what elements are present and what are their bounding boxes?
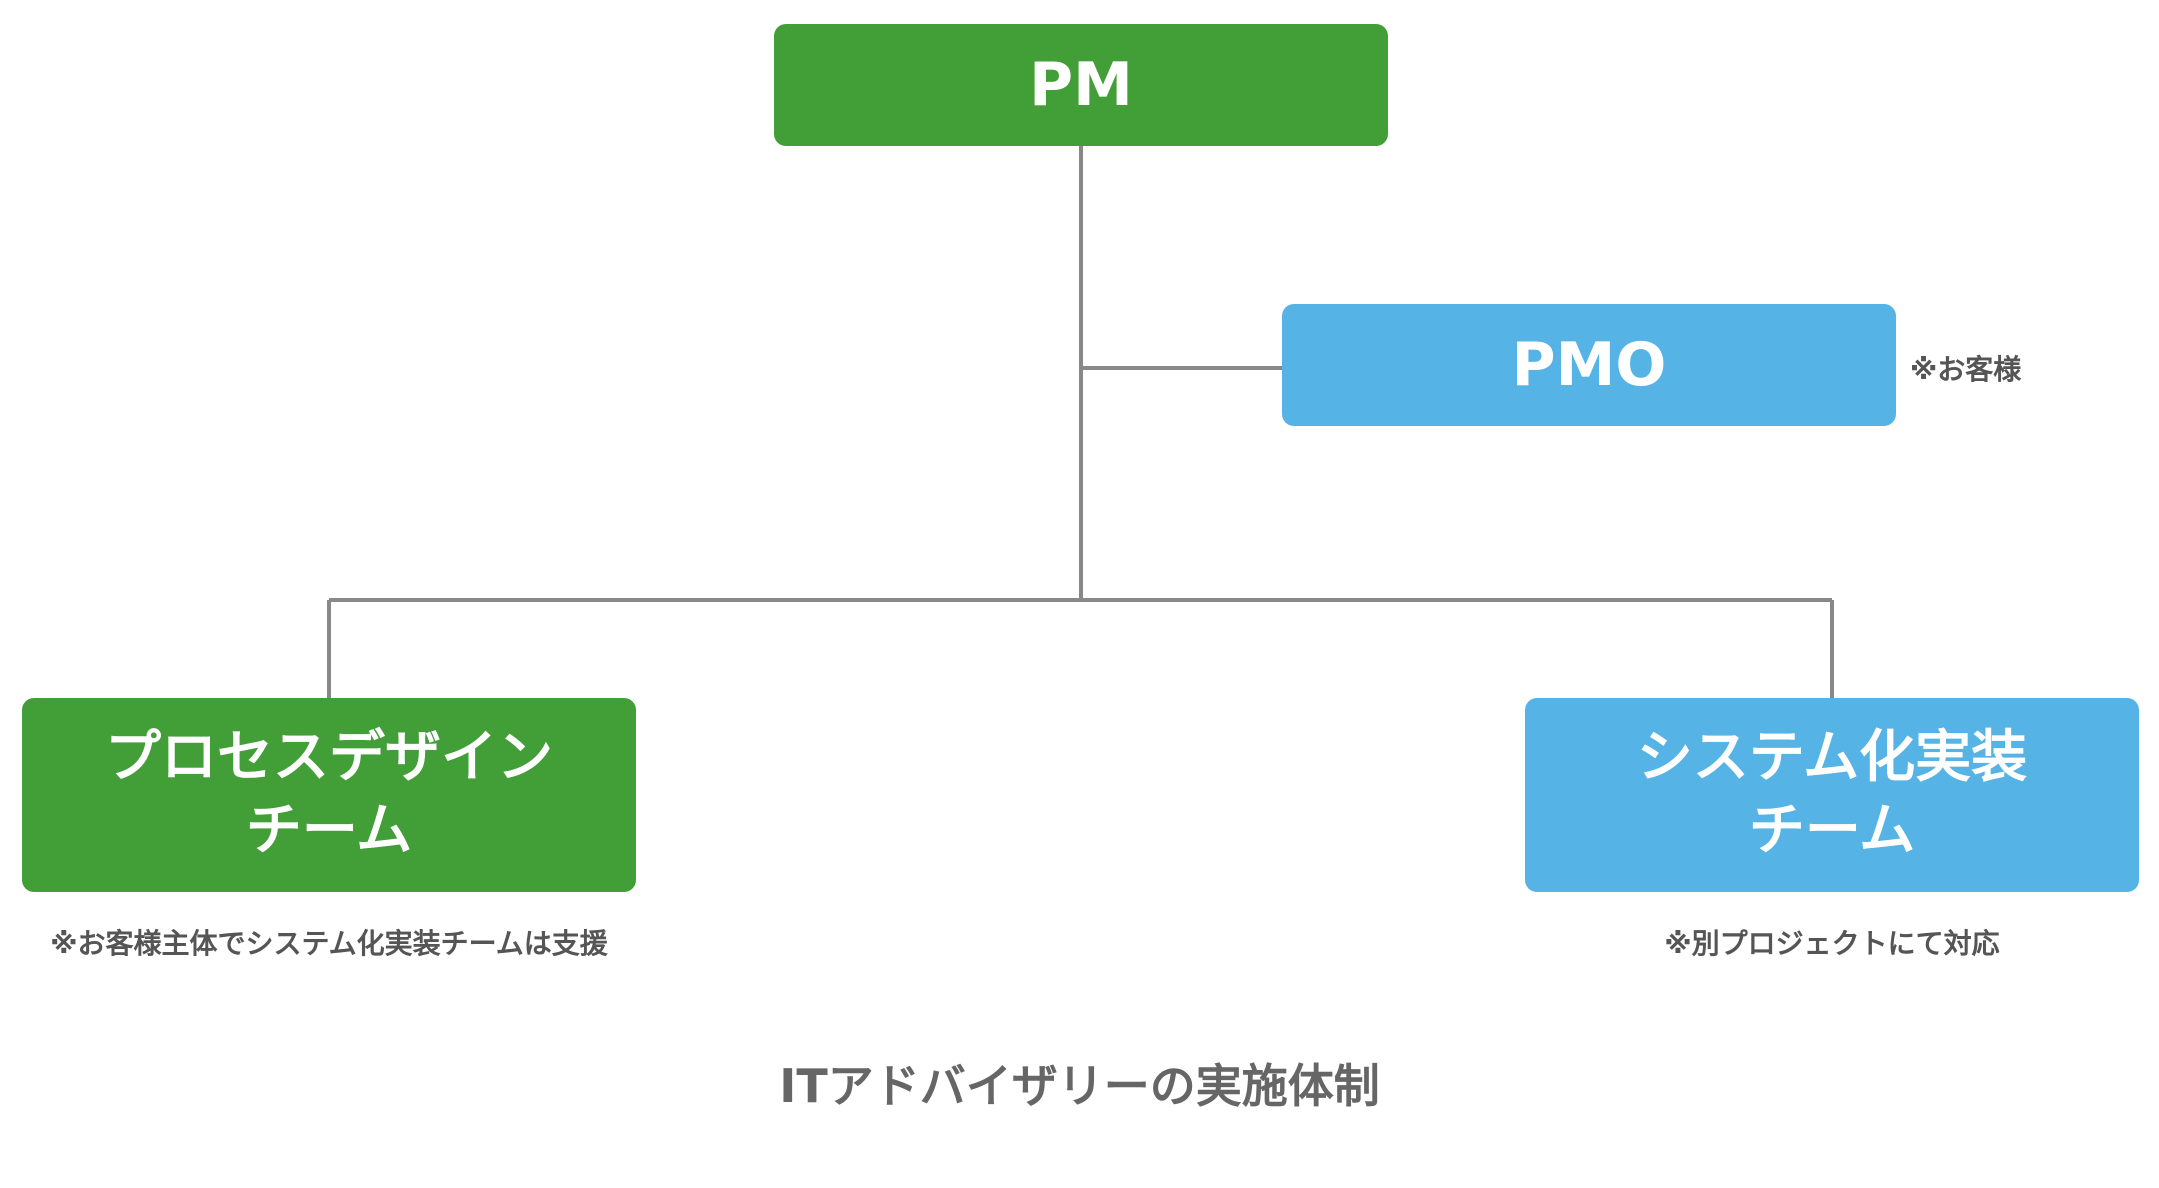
pmo-label: PMO xyxy=(1511,330,1667,400)
pmo-box: PMO xyxy=(1282,304,1896,426)
process-team-note: ※お客様主体でシステム化実装チームは支援 xyxy=(50,927,608,960)
pm-label: PM xyxy=(1029,50,1133,120)
system-team-note: ※別プロジェクトにて対応 xyxy=(1664,927,2000,960)
process-design-team-box: プロセスデザイン チーム xyxy=(22,698,636,892)
pmo-note: ※お客様 xyxy=(1910,353,2022,386)
pm-box: PM xyxy=(774,24,1388,146)
system-team-label-line2: チーム xyxy=(1748,798,1916,863)
system-team-label-line1: システム化実装 xyxy=(1636,725,2028,791)
diagram-caption: ITアドバイザリーの実施体制 xyxy=(779,1059,1380,1113)
process-team-label-line2: チーム xyxy=(245,798,413,863)
process-team-label-line1: プロセスデザイン xyxy=(105,725,553,791)
system-implementation-team-box: システム化実装 チーム xyxy=(1525,698,2139,892)
